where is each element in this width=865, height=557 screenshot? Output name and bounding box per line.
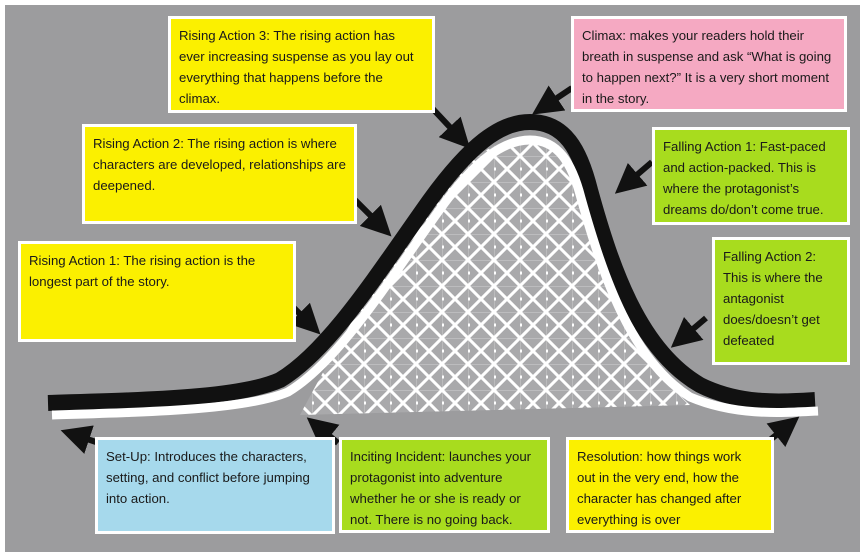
coaster-track-black [47, 114, 816, 411]
arrow-falling-action-2 [670, 315, 708, 348]
arrow-set-up [60, 425, 97, 454]
arrow-rising-action-3 [429, 105, 471, 149]
climax-box: Climax: makes your readers hold their br… [571, 16, 847, 112]
falling-action-2-box: Falling Action 2: This is where the anta… [712, 237, 850, 365]
arrow-falling-action-1 [614, 159, 654, 194]
falling-action-1-box: Falling Action 1: Fast-paced and action-… [652, 127, 850, 225]
resolution-box: Resolution: how things work out in the v… [566, 437, 774, 533]
rising-action-1-box: Rising Action 1: The rising action is th… [18, 241, 296, 342]
rising-action-3-box: Rising Action 3: The rising action has e… [168, 16, 435, 113]
set-up-box: Set-Up: Introduces the characters, setti… [95, 437, 335, 534]
arrow-climax [532, 85, 574, 115]
inciting-incident-box: Inciting Incident: launches your protago… [339, 437, 550, 533]
arrow-rising-action-2 [352, 197, 392, 237]
coaster-rail-white [51, 135, 819, 420]
rising-action-2-box: Rising Action 2: The rising action is wh… [82, 124, 357, 224]
